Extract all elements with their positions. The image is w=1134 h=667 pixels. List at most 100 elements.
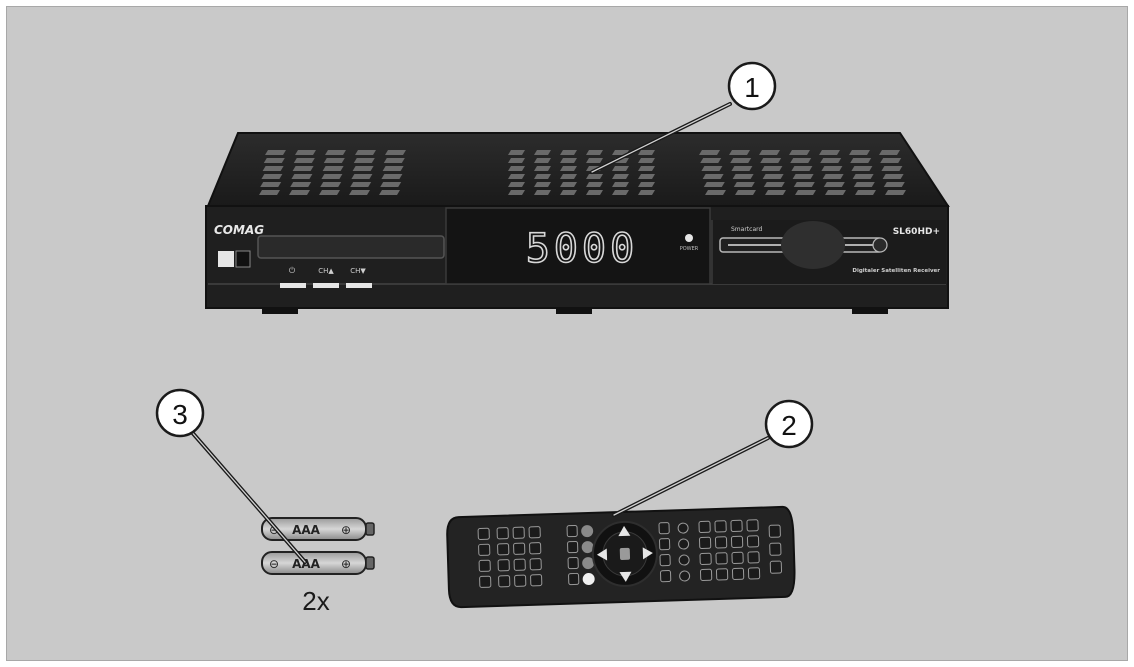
remote-key[interactable]: [497, 559, 510, 572]
vent-slot: [508, 158, 525, 163]
usb-port: [218, 251, 234, 267]
remote-key[interactable]: [746, 519, 759, 532]
vent-slot: [351, 174, 373, 179]
remote-key[interactable]: [566, 524, 578, 538]
remote-key[interactable]: [747, 567, 761, 580]
remote-key[interactable]: [478, 543, 491, 556]
remote-key[interactable]: [567, 556, 579, 570]
vent-slot: [586, 150, 603, 155]
vent-slot: [383, 158, 405, 163]
remote-key[interactable]: [514, 574, 527, 587]
remote-key[interactable]: [530, 574, 543, 587]
remote-key[interactable]: [769, 560, 783, 574]
remote-round-key[interactable]: [678, 538, 690, 550]
remote-key[interactable]: [496, 527, 509, 540]
remote-key[interactable]: [714, 536, 728, 549]
remote-dpad[interactable]: [591, 520, 658, 587]
remote-key[interactable]: [747, 551, 760, 564]
vent-slot: [586, 158, 603, 163]
remote-key[interactable]: [512, 526, 525, 539]
callout-number-3: 3: [172, 399, 188, 430]
vent-slot: [701, 166, 723, 171]
remote-key[interactable]: [660, 570, 672, 583]
remote-key[interactable]: [715, 552, 728, 565]
remote-key[interactable]: [731, 551, 744, 564]
vent-slot: [534, 174, 551, 179]
vent-slot: [638, 174, 655, 179]
remote-key[interactable]: [715, 568, 729, 581]
vent-slot: [508, 174, 525, 179]
vent-slot: [380, 182, 402, 187]
vent-slot: [732, 174, 754, 179]
remote-key[interactable]: [567, 540, 579, 554]
power-led-label: POWER: [680, 246, 699, 252]
remote-key[interactable]: [513, 558, 526, 571]
remote-key[interactable]: [659, 554, 671, 567]
remote-round-key[interactable]: [679, 570, 691, 582]
remote-key[interactable]: [529, 558, 542, 571]
vent-slot: [560, 166, 577, 171]
vent-slot: [759, 150, 780, 155]
vent-slot: [259, 190, 280, 195]
dpad-up-icon[interactable]: [618, 525, 631, 537]
dpad-down-icon[interactable]: [619, 571, 632, 582]
vent-slot: [765, 190, 786, 195]
vent-slot: [349, 190, 370, 195]
remote-key[interactable]: [698, 536, 712, 549]
remote-key[interactable]: [477, 527, 490, 540]
remote-key[interactable]: [659, 538, 671, 551]
vent-slot: [760, 158, 782, 163]
remote-key[interactable]: [513, 542, 526, 555]
channel-up-button[interactable]: [313, 283, 339, 288]
vent-slot: [260, 182, 282, 187]
remote-key[interactable]: [478, 559, 491, 572]
remote-key[interactable]: [746, 535, 760, 548]
remote-key[interactable]: [699, 552, 712, 565]
vent-slot: [700, 158, 722, 163]
button-label-ch-down: CH▼: [350, 267, 366, 275]
vent-slot: [729, 150, 750, 155]
callout-2: 2: [764, 399, 814, 449]
remote-color-key[interactable]: [582, 573, 595, 586]
remote-key[interactable]: [731, 567, 745, 580]
remote-color-key[interactable]: [582, 557, 595, 570]
vent-slot: [320, 182, 342, 187]
vent-slot: [850, 158, 872, 163]
dpad-left-icon[interactable]: [596, 548, 608, 561]
remote-key[interactable]: [699, 568, 713, 581]
vent-slot: [792, 174, 814, 179]
remote-color-key[interactable]: [581, 525, 594, 538]
smartcard-recess: [781, 221, 845, 269]
vent-slot: [321, 174, 343, 179]
remote-key[interactable]: [769, 542, 782, 556]
vent-slot: [508, 150, 525, 155]
remote-key[interactable]: [658, 522, 670, 535]
remote-key[interactable]: [497, 543, 510, 556]
remote-round-key[interactable]: [677, 522, 689, 534]
remote-key[interactable]: [529, 542, 542, 555]
foot-right: [852, 308, 888, 314]
remote-key[interactable]: [568, 572, 580, 586]
remote-color-key[interactable]: [581, 541, 594, 554]
vent-slot: [795, 190, 816, 195]
remote-key[interactable]: [479, 575, 492, 588]
remote-key[interactable]: [698, 520, 711, 533]
vent-slot: [381, 174, 403, 179]
remote-key[interactable]: [730, 535, 744, 548]
remote-key[interactable]: [498, 575, 511, 588]
remote-key[interactable]: [528, 526, 541, 539]
vent-slot: [855, 190, 876, 195]
remote-round-key[interactable]: [678, 554, 690, 566]
channel-down-button[interactable]: [346, 283, 372, 288]
dpad-right-icon[interactable]: [642, 547, 653, 560]
remote-key[interactable]: [768, 524, 781, 538]
remote-key[interactable]: [730, 519, 743, 532]
power-button[interactable]: [280, 283, 306, 288]
vent-slot: [322, 166, 344, 171]
vent-slot: [853, 182, 875, 187]
remote-key[interactable]: [714, 520, 727, 533]
dpad-ok-button[interactable]: [619, 547, 631, 560]
vent-slot: [586, 190, 603, 195]
vent-slot: [762, 174, 784, 179]
vent-slot: [612, 190, 629, 195]
